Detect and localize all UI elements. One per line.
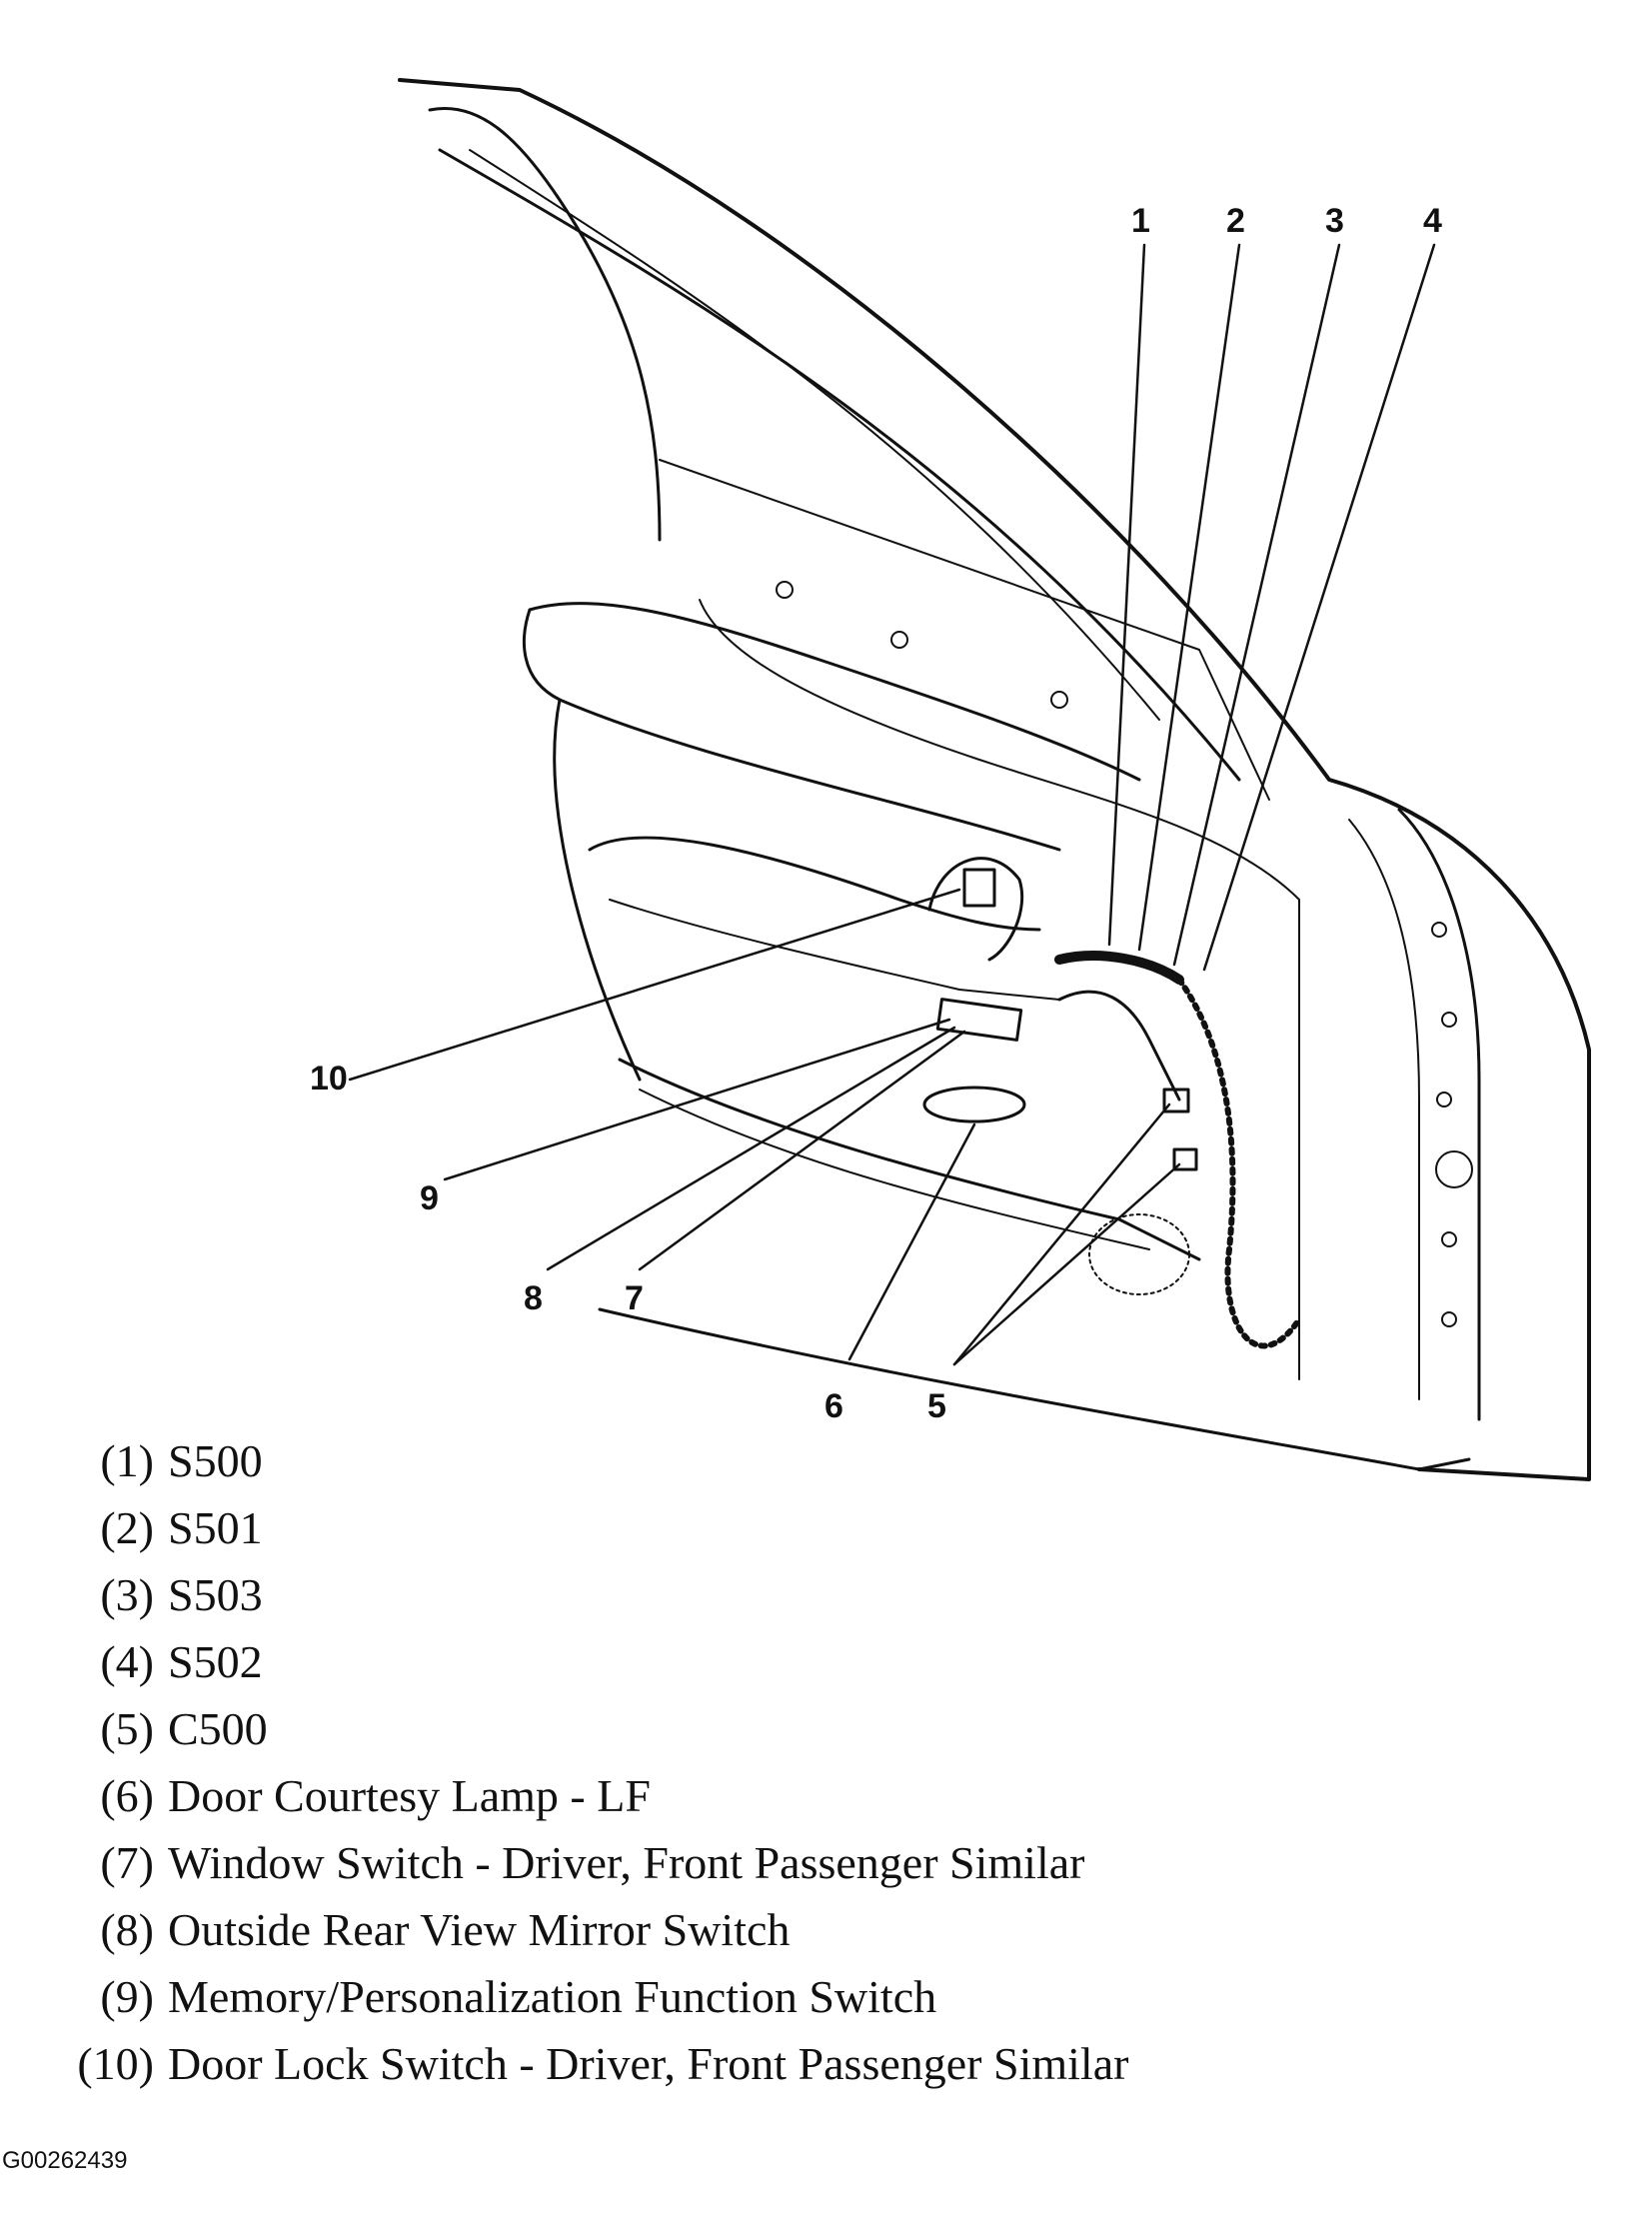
pull-handle xyxy=(1057,990,1181,1102)
trim-panel-upper-edge xyxy=(528,602,1141,782)
legend-label: S503 xyxy=(168,1569,263,1620)
window-frame-inner xyxy=(428,107,662,542)
door-diagram: 1 2 3 4 5 6 7 8 9 10 xyxy=(310,78,1591,1481)
harness-splice-bundle xyxy=(1054,951,1184,985)
leader-1 xyxy=(1107,243,1146,947)
callout-1: 1 xyxy=(1131,202,1150,240)
legend-item: (8) Outside Rear View Mirror Switch xyxy=(56,1896,1128,1963)
trim-panel-bottom-2 xyxy=(639,1089,1150,1250)
legend-item: (7) Window Switch - Driver, Front Passeng… xyxy=(56,1829,1128,1896)
legend-num: (6) xyxy=(100,1770,154,1821)
window-frame-inner-2 xyxy=(469,149,1160,721)
callout-8: 8 xyxy=(524,1279,543,1317)
leader-5a xyxy=(952,1103,1171,1366)
legend-num: (4) xyxy=(100,1636,154,1687)
legend-label: S500 xyxy=(168,1435,263,1486)
door-bottom-edge xyxy=(598,1307,1471,1471)
legend-num: (8) xyxy=(100,1904,154,1955)
inner-panel-top xyxy=(659,459,1270,801)
courtesy-lamp xyxy=(922,1086,1026,1123)
legend-num: (1) xyxy=(100,1435,154,1486)
leader-4 xyxy=(1202,243,1436,972)
legend-num: (2) xyxy=(100,1502,154,1553)
legend-label: Window Switch - Driver, Front Passenger … xyxy=(168,1837,1085,1888)
door-lock-switch xyxy=(962,868,996,908)
leader-10 xyxy=(348,888,961,1082)
callout-3: 3 xyxy=(1325,202,1344,240)
leader-2 xyxy=(1137,243,1241,952)
legend-item: (1) S500 xyxy=(56,1427,1128,1494)
legend-list: (1)S500 (2)S501 (3)S503 (4)S502 (5)C500 … xyxy=(56,1427,1128,2097)
leader-7 xyxy=(638,1030,966,1271)
legend-label: C500 xyxy=(168,1703,268,1754)
door-frame-rear xyxy=(1397,808,1481,1421)
connector-c500-b xyxy=(1172,1147,1198,1171)
callout-10: 10 xyxy=(310,1060,348,1098)
legend-label: Outside Rear View Mirror Switch xyxy=(168,1904,791,1955)
leader-3 xyxy=(1172,243,1341,967)
callout-2: 2 xyxy=(1226,202,1245,240)
figure-code: G00262439 xyxy=(2,2147,128,2174)
leader-6 xyxy=(847,1122,976,1361)
connector-c500-a xyxy=(1162,1088,1190,1114)
trim-panel-front xyxy=(553,698,642,1082)
legend-label: S502 xyxy=(168,1636,263,1687)
legend-num: (10) xyxy=(77,2038,154,2089)
trim-panel-bottom xyxy=(618,1058,1201,1261)
legend-num: (5) xyxy=(100,1703,154,1754)
callout-9: 9 xyxy=(420,1179,439,1217)
armrest-lower xyxy=(609,899,1060,1001)
legend-num: (3) xyxy=(100,1569,154,1620)
legend-label: Door Courtesy Lamp - LF xyxy=(168,1770,651,1821)
callout-5: 5 xyxy=(927,1387,946,1425)
legend-label: Door Lock Switch - Driver, Front Passeng… xyxy=(168,2038,1129,2089)
leader-9 xyxy=(443,1018,951,1181)
door-frame-rear-2 xyxy=(1348,819,1420,1400)
armrest-top xyxy=(588,836,1041,932)
window-switch-pack xyxy=(935,998,1023,1042)
trim-panel-top xyxy=(523,608,1061,852)
window-glass-edge xyxy=(438,148,1241,782)
legend-item: (3) S503 xyxy=(56,1561,1128,1628)
legend-label: S501 xyxy=(168,1502,263,1553)
legend-item: (10) Door Lock Switch - Driver, Front Pas… xyxy=(56,2030,1128,2097)
leader-5b xyxy=(952,1162,1181,1366)
legend-item: (5) C500 xyxy=(56,1695,1128,1762)
speaker-grille xyxy=(1088,1213,1190,1295)
legend-num: (7) xyxy=(100,1837,154,1888)
legend-item: (4) S502 xyxy=(56,1628,1128,1695)
door-outer-frame xyxy=(398,78,1591,1481)
legend-num: (9) xyxy=(100,1971,154,2022)
legend-item: (2) S501 xyxy=(56,1494,1128,1561)
door-lock-bezel xyxy=(927,857,1024,962)
callout-4: 4 xyxy=(1423,202,1442,240)
harness-main xyxy=(1176,977,1302,1349)
leader-8 xyxy=(546,1026,956,1271)
legend-item: (6) Door Courtesy Lamp - LF xyxy=(56,1762,1128,1829)
callout-6: 6 xyxy=(825,1387,843,1425)
inner-panel-body xyxy=(699,599,1300,1380)
legend-item: (9) Memory/Personalization Function Switc… xyxy=(56,1963,1128,2030)
legend-label: Memory/Personalization Function Switch xyxy=(168,1971,937,2022)
callout-7: 7 xyxy=(625,1279,644,1317)
